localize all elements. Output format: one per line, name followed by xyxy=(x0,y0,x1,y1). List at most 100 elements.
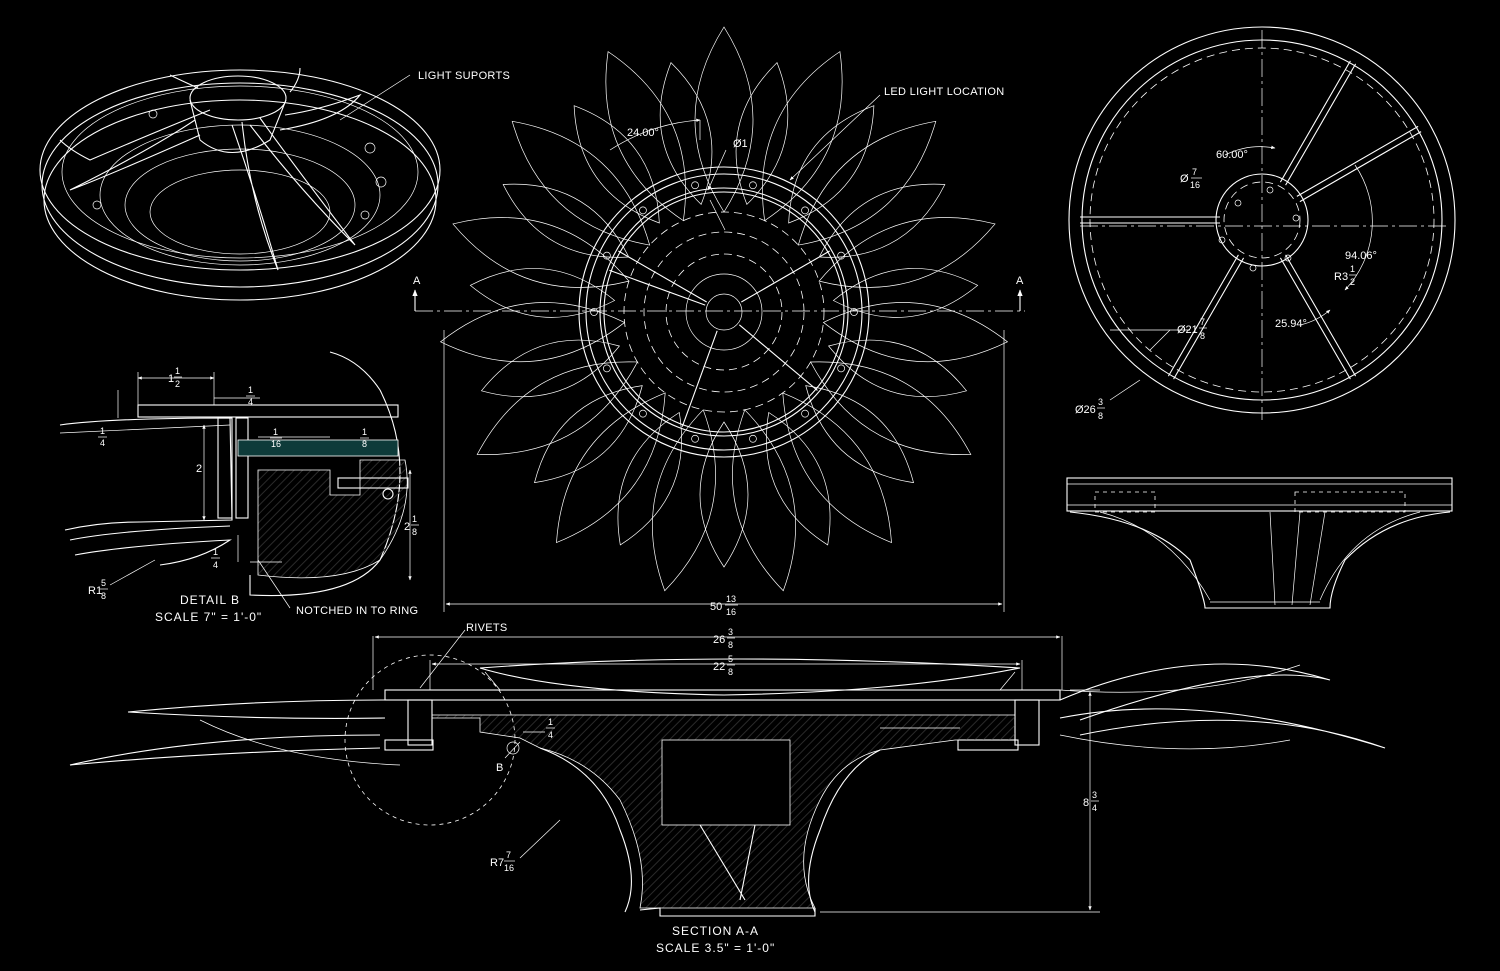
svg-text:4: 4 xyxy=(548,730,553,740)
svg-text:8: 8 xyxy=(101,591,106,601)
svg-text:7: 7 xyxy=(1200,317,1205,327)
svg-text:1: 1 xyxy=(168,373,174,385)
svg-text:1: 1 xyxy=(273,427,278,437)
svg-text:16: 16 xyxy=(271,439,281,449)
svg-text:5: 5 xyxy=(728,654,733,664)
svg-text:1: 1 xyxy=(362,427,367,437)
petal xyxy=(805,385,914,484)
petal xyxy=(762,51,843,222)
svg-text:2: 2 xyxy=(404,521,410,533)
petal xyxy=(732,409,796,592)
svg-text:8: 8 xyxy=(728,667,733,677)
plan-view xyxy=(412,26,1025,612)
svg-text:1: 1 xyxy=(248,385,253,395)
svg-text:R3: R3 xyxy=(1334,271,1348,283)
detail-b-ref: B xyxy=(496,762,503,774)
section-aa-scale: SCALE 3.5" = 1'-0" xyxy=(656,941,775,955)
petal xyxy=(469,268,616,318)
petal xyxy=(534,385,643,484)
section-mark-left: A xyxy=(413,275,421,287)
petal xyxy=(605,51,686,222)
svg-text:1: 1 xyxy=(213,547,218,557)
section-aa-view xyxy=(69,629,1386,917)
light-supports-label: LIGHT SUPORTS xyxy=(418,70,510,82)
top-angle-60: 60.00° xyxy=(1216,149,1248,161)
petal xyxy=(788,105,875,224)
top-view xyxy=(1068,26,1456,420)
svg-text:26: 26 xyxy=(713,634,725,646)
svg-text:8: 8 xyxy=(412,527,417,537)
section-inner-dim: 22 5 8 xyxy=(713,654,735,677)
svg-text:16: 16 xyxy=(504,863,514,873)
svg-text:7: 7 xyxy=(506,850,511,860)
petal xyxy=(735,61,789,206)
petal xyxy=(502,183,630,258)
petal xyxy=(797,120,937,246)
petal xyxy=(659,61,713,206)
svg-text:2: 2 xyxy=(1350,277,1355,287)
top-angle-25: 25.94° xyxy=(1275,318,1307,330)
svg-text:8: 8 xyxy=(1098,411,1103,421)
svg-text:1: 1 xyxy=(412,514,417,524)
svg-text:1: 1 xyxy=(1350,264,1355,274)
rivets-label: RIVETS xyxy=(466,622,508,634)
top-hole-dim: Ø 7 16 xyxy=(1180,167,1202,190)
top-angle-94: 94.06° xyxy=(1345,250,1377,262)
svg-text:Ø26: Ø26 xyxy=(1075,404,1096,416)
svg-text:3: 3 xyxy=(1092,790,1097,800)
notched-label: NOTCHED IN TO RING xyxy=(296,605,418,617)
svg-text:8: 8 xyxy=(1083,797,1089,809)
svg-text:4: 4 xyxy=(1092,803,1097,813)
isometric-view xyxy=(39,67,441,301)
svg-text:1: 1 xyxy=(100,426,105,436)
petal xyxy=(699,421,749,568)
svg-text:8: 8 xyxy=(1200,331,1205,341)
svg-text:Ø21: Ø21 xyxy=(1177,324,1198,336)
svg-text:5: 5 xyxy=(101,578,106,588)
petal xyxy=(617,411,682,546)
petal xyxy=(818,183,946,258)
petal xyxy=(511,120,651,246)
svg-text:1: 1 xyxy=(548,717,553,727)
svg-text:3: 3 xyxy=(1098,397,1103,407)
section-overall-dim: 26 3 8 xyxy=(713,627,735,650)
detail-b-scale: SCALE 7" = 1'-0" xyxy=(155,610,262,624)
svg-text:4: 4 xyxy=(213,560,218,570)
svg-text:50: 50 xyxy=(710,601,722,613)
petal xyxy=(452,217,630,288)
section-aa-title: SECTION A-A xyxy=(672,924,759,938)
svg-text:22: 22 xyxy=(713,661,725,673)
svg-text:2: 2 xyxy=(196,463,202,475)
petal xyxy=(828,339,968,398)
svg-text:2: 2 xyxy=(175,379,180,389)
svg-text:8: 8 xyxy=(362,439,367,449)
detail-b-view xyxy=(59,351,412,609)
svg-text:16: 16 xyxy=(726,607,736,617)
top-inner-dia-dim: Ø21 7 8 xyxy=(1177,317,1207,341)
section-quarter-dim: 1 4 xyxy=(546,717,555,740)
petal xyxy=(439,302,626,363)
svg-text:3: 3 xyxy=(728,627,733,637)
petal xyxy=(832,268,979,318)
svg-text:4: 4 xyxy=(100,438,105,448)
side-view xyxy=(1066,477,1453,609)
petal xyxy=(652,409,716,592)
flower-petals xyxy=(439,26,1009,592)
svg-text:13: 13 xyxy=(726,594,736,604)
petal xyxy=(810,361,972,455)
svg-text:R1: R1 xyxy=(88,585,102,597)
svg-text:16: 16 xyxy=(1190,180,1200,190)
petal xyxy=(476,361,638,455)
petal xyxy=(573,105,660,224)
svg-text:4: 4 xyxy=(248,397,253,407)
plan-angle-dim: 24.00° xyxy=(627,127,659,139)
svg-text:1: 1 xyxy=(175,366,180,376)
svg-text:Ø: Ø xyxy=(1180,173,1189,185)
petal xyxy=(694,26,754,213)
petal xyxy=(818,217,996,288)
svg-text:7: 7 xyxy=(1192,167,1197,177)
section-radius-dim: R7 7 16 xyxy=(490,850,515,873)
detail-b-title: DETAIL B xyxy=(180,593,240,607)
petal xyxy=(822,302,1009,363)
